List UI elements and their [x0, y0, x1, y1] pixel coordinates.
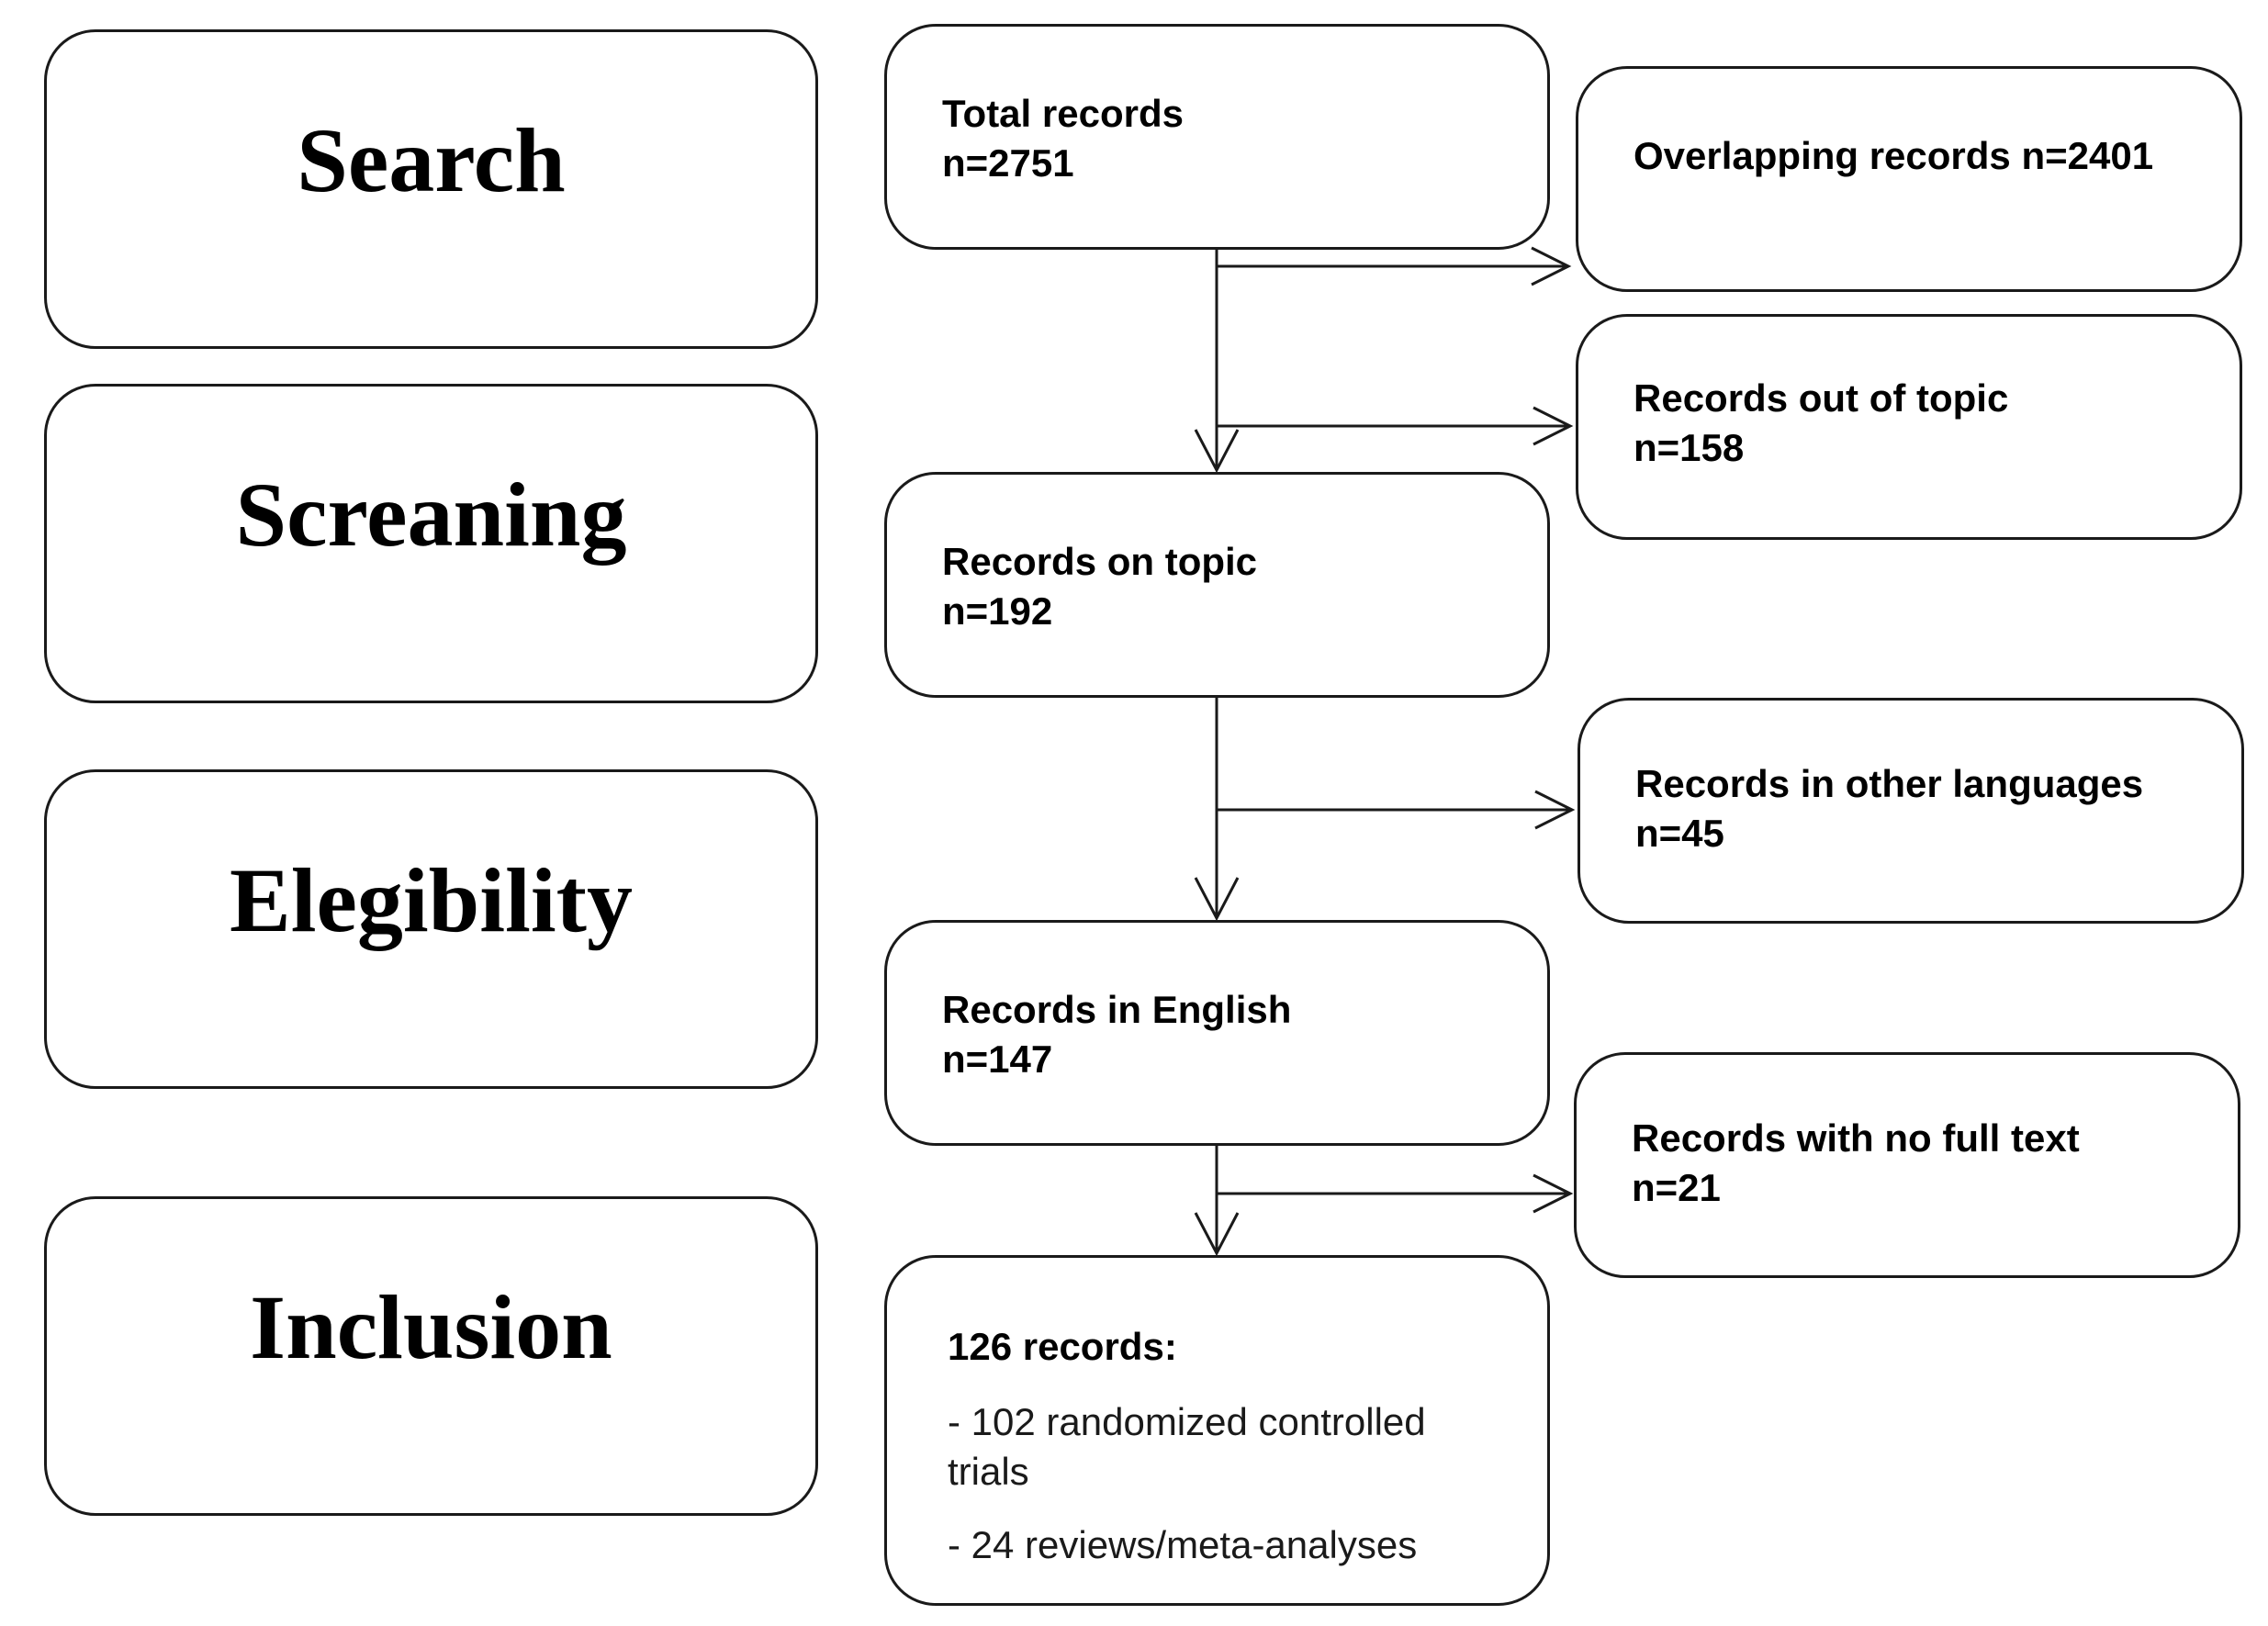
included-heading: 126 records:: [948, 1325, 1177, 1368]
on-topic-count: n=192: [942, 589, 1053, 633]
flow-box-records-in-english: Records in English n=147: [884, 920, 1550, 1146]
arrowhead-down-english: [1194, 877, 1240, 922]
flow-text-total: Total records n=2751: [942, 89, 1184, 188]
flow-text-on-topic: Records on topic n=192: [942, 537, 1257, 636]
english-label: Records in English: [942, 988, 1292, 1031]
stage-label-inclusion: Inclusion: [250, 1276, 612, 1378]
arrowhead-down-topic: [1194, 429, 1240, 474]
flow-box-total-records: Total records n=2751: [884, 24, 1550, 250]
included-item-reviews: - 24 reviews/meta-analyses: [948, 1523, 1418, 1566]
arrowhead-right-overlapping: [1531, 246, 1572, 286]
no-full-text-label: Records with no full text: [1632, 1116, 2080, 1160]
exclusion-box-other-languages: Records in other languages n=45: [1577, 698, 2244, 924]
stage-box-inclusion: Inclusion: [44, 1196, 818, 1516]
on-topic-label: Records on topic: [942, 540, 1258, 583]
flow-box-included-records: 126 records: - 102 randomized controlled…: [884, 1255, 1550, 1606]
stage-box-screening: Screaning: [44, 384, 818, 703]
exclusion-box-overlapping: Overlapping records n=2401: [1576, 66, 2242, 292]
stage-box-eligibility: Elegibility: [44, 769, 818, 1089]
no-full-text-count: n=21: [1632, 1166, 1721, 1209]
flow-text-no-full-text: Records with no full text n=21: [1632, 1114, 2080, 1213]
total-records-label: Total records: [942, 92, 1184, 135]
other-languages-count: n=45: [1635, 812, 1724, 855]
overlapping-label: Overlapping records n=2401: [1634, 134, 2154, 177]
flow-box-records-on-topic: Records on topic n=192: [884, 472, 1550, 698]
included-item-trials: - 102 randomized controlled trials: [948, 1400, 1426, 1493]
stage-label-screening: Screaning: [235, 464, 627, 566]
arrowhead-down-included: [1194, 1212, 1240, 1257]
out-of-topic-label: Records out of topic: [1634, 376, 2009, 420]
exclusion-box-no-full-text: Records with no full text n=21: [1574, 1052, 2240, 1278]
flow-text-english: Records in English n=147: [942, 985, 1291, 1084]
out-of-topic-count: n=158: [1634, 426, 1745, 469]
stage-box-search: Search: [44, 29, 818, 349]
flow-text-out-of-topic: Records out of topic n=158: [1634, 374, 2008, 473]
flow-text-other-languages: Records in other languages n=45: [1635, 759, 2143, 858]
other-languages-label: Records in other languages: [1635, 762, 2144, 805]
arrowhead-right-out-of-topic: [1533, 406, 1574, 446]
stage-label-search: Search: [297, 109, 566, 211]
english-count: n=147: [942, 1037, 1053, 1081]
stage-label-eligibility: Elegibility: [230, 849, 633, 951]
arrowhead-right-no-full-text: [1533, 1173, 1574, 1214]
exclusion-box-out-of-topic: Records out of topic n=158: [1576, 314, 2242, 540]
arrowhead-right-other-languages: [1534, 790, 1576, 830]
total-records-count: n=2751: [942, 141, 1074, 185]
